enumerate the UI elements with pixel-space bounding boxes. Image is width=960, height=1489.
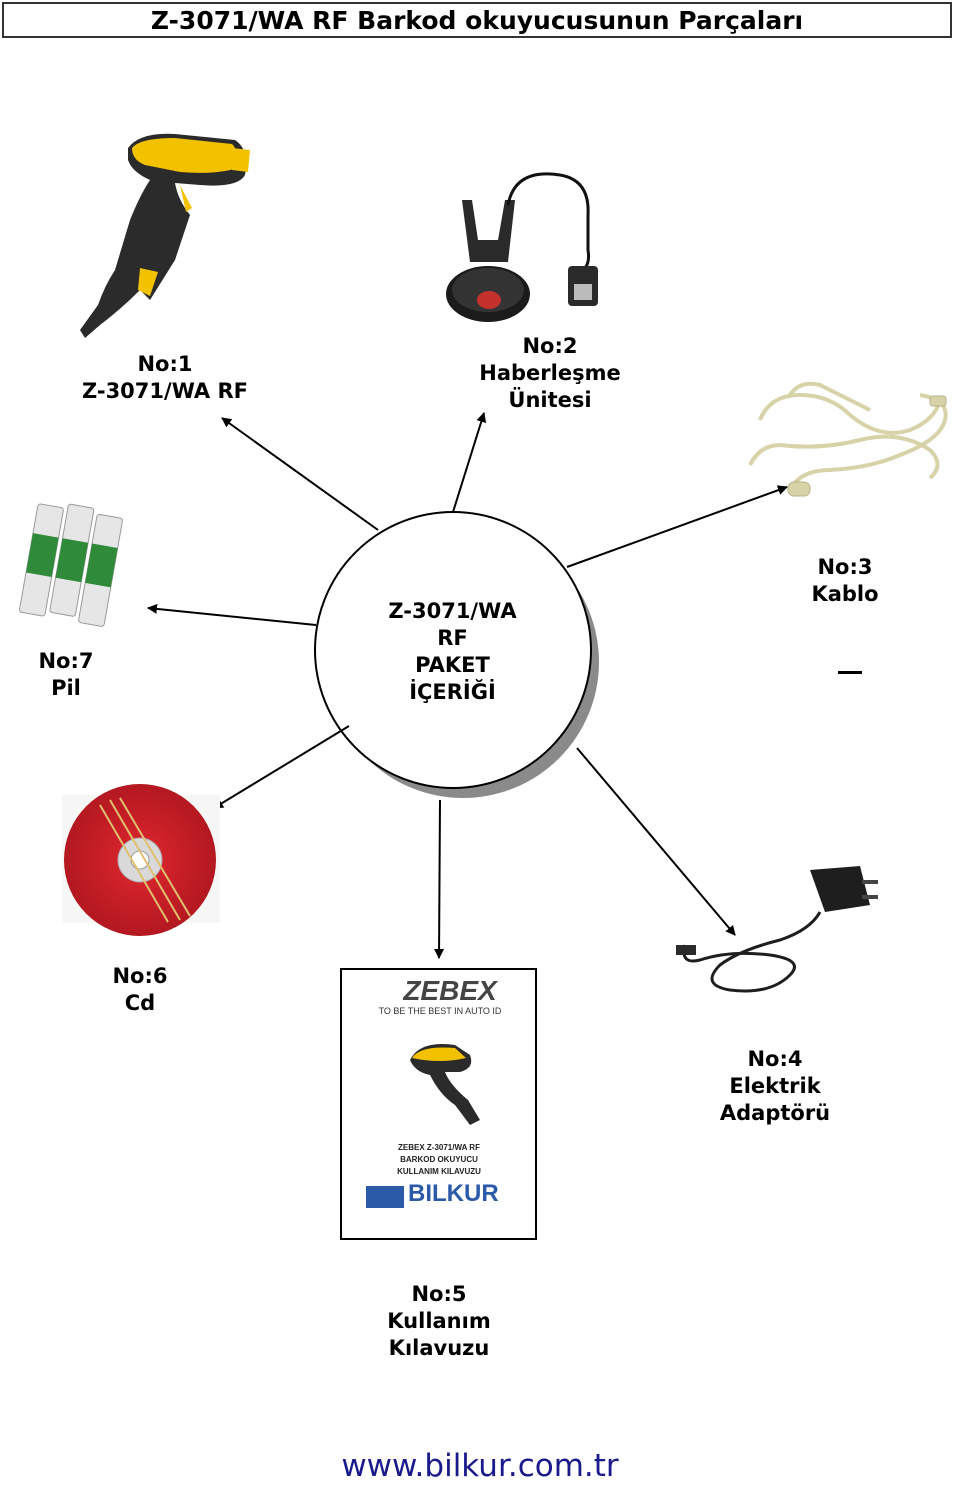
label-no6: No:6 Cd <box>90 963 190 1017</box>
page-title: Z-3071/WA RF Barkod okuyucusunun Parçala… <box>150 5 804 35</box>
label-line: No:6 <box>112 964 168 988</box>
label-no1: No:1 Z-3071/WA RF <box>60 351 270 405</box>
center-line: RF <box>437 626 468 650</box>
arrow-to-no2 <box>452 412 487 513</box>
label-line: Pil <box>51 676 81 700</box>
manual-text-block: ZEBEX Z-3071/WA RF BARKOD OKUYUCU KULLAN… <box>345 1142 533 1178</box>
manual-brand: ZEBEX <box>403 975 497 1006</box>
adapter-image <box>676 866 878 993</box>
label-line: Kablo <box>811 582 879 606</box>
center-label: Z-3071/WA RF PAKET İÇERİĞİ <box>330 598 575 706</box>
manual-cover <box>340 968 537 1240</box>
arrow-to-no6 <box>213 725 350 809</box>
label-no4: No:4 Elektrik Adaptörü <box>700 1046 850 1127</box>
label-line: No:5 <box>411 1282 467 1306</box>
label-no7: No:7 Pil <box>16 648 116 702</box>
center-line: PAKET <box>415 653 490 677</box>
label-line: No:4 <box>747 1047 803 1071</box>
label-line: Z-3071/WA RF <box>82 379 248 403</box>
base-station-image <box>446 172 598 322</box>
label-line: Kullanım <box>387 1309 491 1333</box>
connector-arrows <box>147 412 788 959</box>
label-line: No:3 <box>817 555 873 579</box>
arrow-to-no5 <box>434 799 445 959</box>
center-node <box>314 511 599 798</box>
label-line: Haberleşme <box>479 361 621 385</box>
label-line: Cd <box>124 991 156 1015</box>
label-line: Kılavuzu <box>388 1336 490 1360</box>
center-line: Z-3071/WA <box>388 599 517 623</box>
label-line: Ünitesi <box>508 388 592 412</box>
label-no5: No:5 Kullanım Kılavuzu <box>364 1281 514 1362</box>
arrow-to-no1 <box>221 417 379 531</box>
manual-tagline: TO BE THE BEST IN AUTO ID <box>378 1006 502 1016</box>
manual-logo: BILKUR <box>408 1180 499 1207</box>
arrow-to-no4 <box>576 747 736 936</box>
footer-website-link[interactable]: www.bilkur.com.tr <box>341 1448 619 1484</box>
label-no2: No:2 Haberleşme Ünitesi <box>450 333 650 414</box>
page-title-box: Z-3071/WA RF Barkod okuyucusunun Parçala… <box>2 2 952 38</box>
label-line: Adaptörü <box>719 1101 831 1125</box>
manual-line: ZEBEX Z-3071/WA RF <box>398 1143 480 1152</box>
label-line: No:1 <box>137 352 193 376</box>
label-line: No:7 <box>38 649 94 673</box>
battery-image <box>19 503 123 627</box>
barcode-scanner-image <box>80 133 250 338</box>
label-no3: No:3 Kablo <box>780 554 910 608</box>
manual-line: KULLANIM KILAVUZU <box>397 1167 481 1176</box>
manual-line: BARKOD OKUYUCU <box>400 1155 478 1164</box>
center-line: İÇERİĞİ <box>409 680 496 704</box>
arrow-to-no7 <box>147 603 317 626</box>
label-line: No:2 <box>522 334 578 358</box>
arrow-to-no3 <box>566 485 788 568</box>
cable-image <box>748 381 948 674</box>
cd-image <box>62 784 220 936</box>
label-line: Elektrik <box>729 1074 821 1098</box>
